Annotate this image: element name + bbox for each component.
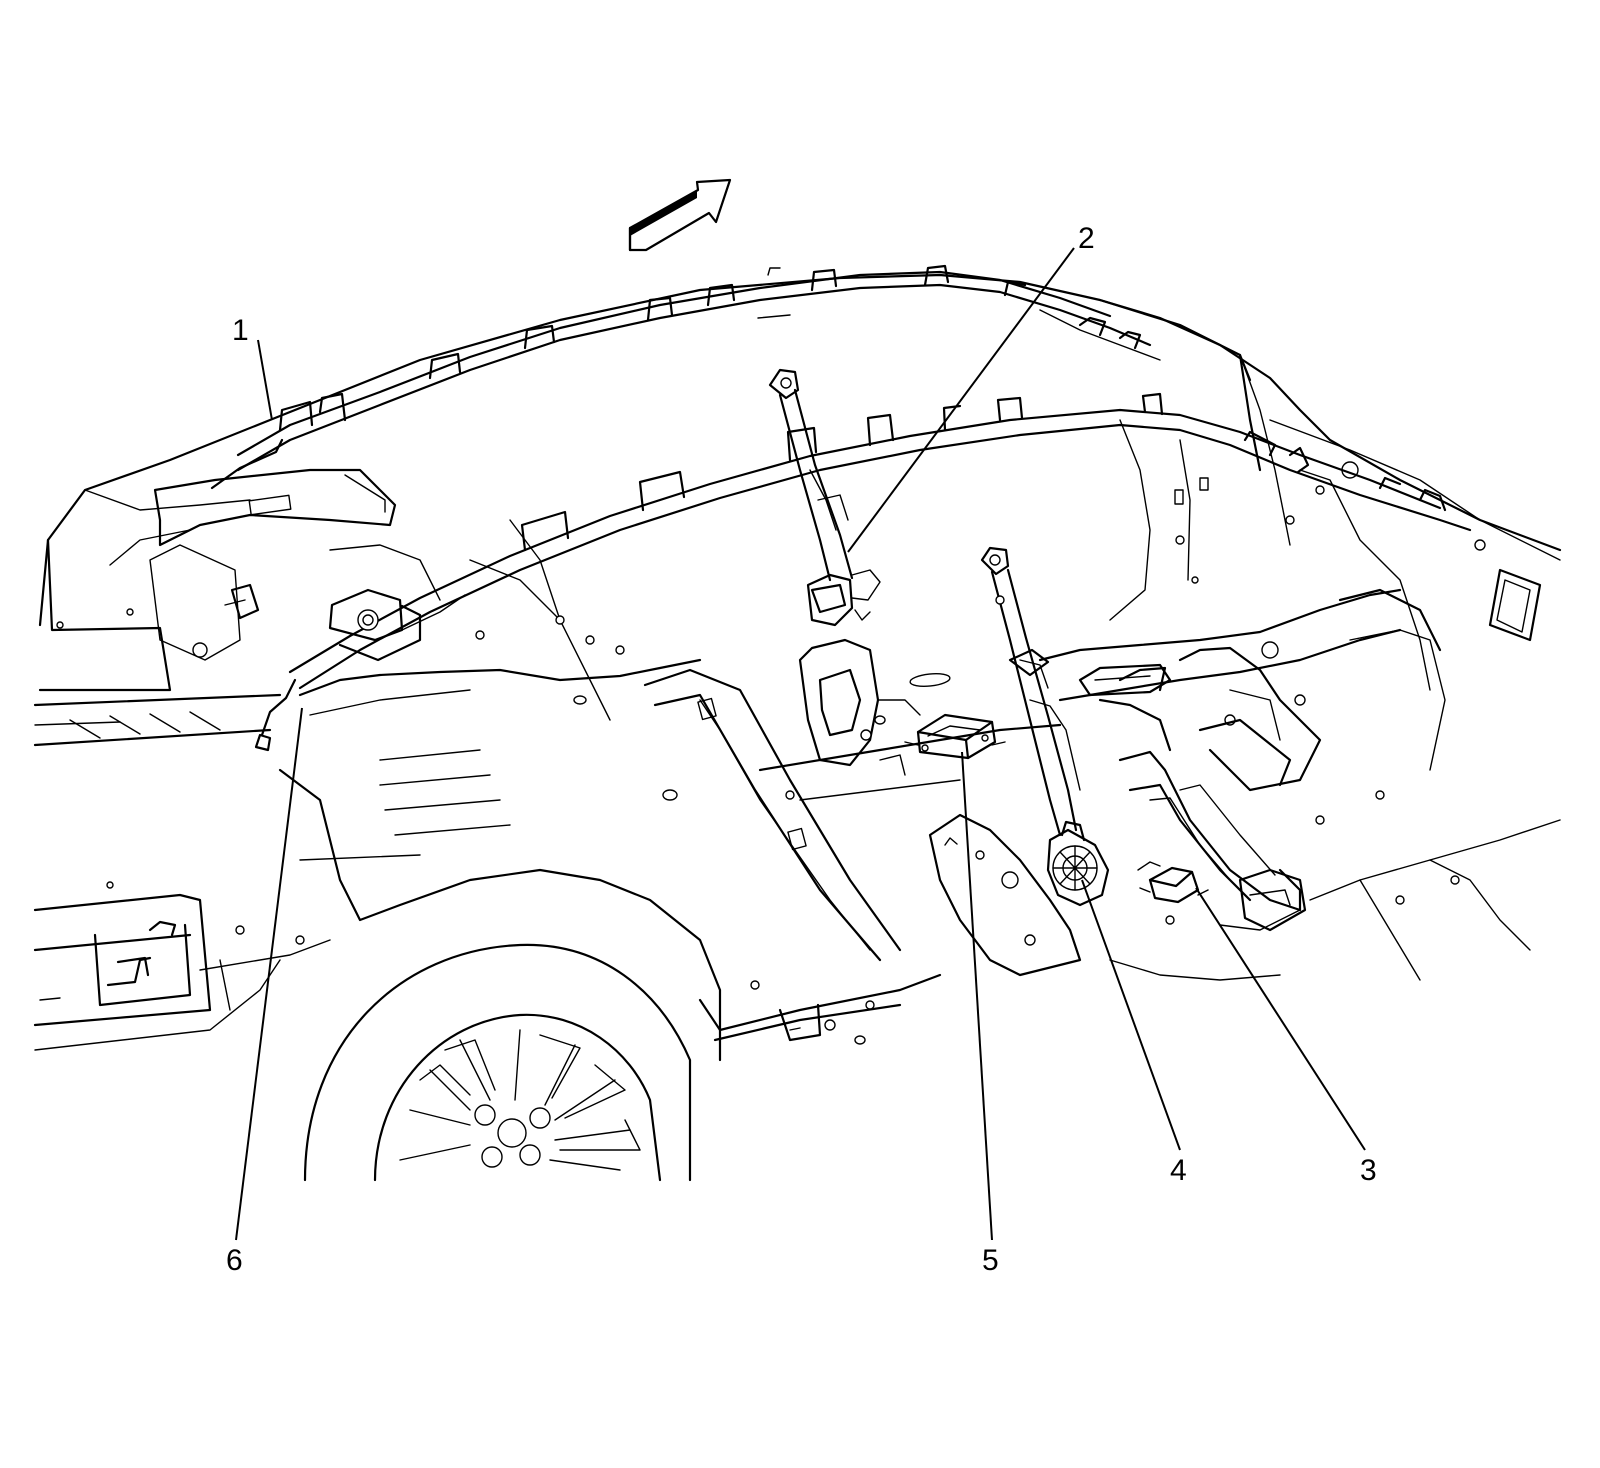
rear-wheel: [303, 943, 692, 1182]
callout-3: 3: [1360, 1154, 1377, 1187]
roof-rail-air-bag-right: [254, 392, 1472, 752]
sensing-diagnostic-module: [904, 713, 1006, 760]
callout-6: 6: [226, 1244, 243, 1277]
side-impact-sensor: [1137, 861, 1209, 904]
floor-pan: [33, 489, 1561, 1062]
callout-leaders: [235, 247, 1366, 1241]
rear-seat-belt-retractor: [768, 368, 881, 627]
callout-4: 4: [1170, 1154, 1187, 1187]
forward-direction-arrow-icon: [628, 178, 732, 252]
callout-2: 2: [1078, 222, 1095, 255]
vehicle-body-shell: [38, 273, 1562, 721]
roof-rail-air-bag-left: [210, 264, 1161, 490]
callout-labels: 1 2 3 4 5 6: [226, 222, 1377, 1277]
callout-1: 1: [232, 314, 249, 347]
front-seat-belt-retractor: [980, 546, 1110, 907]
callout-5: 5: [982, 1244, 999, 1277]
